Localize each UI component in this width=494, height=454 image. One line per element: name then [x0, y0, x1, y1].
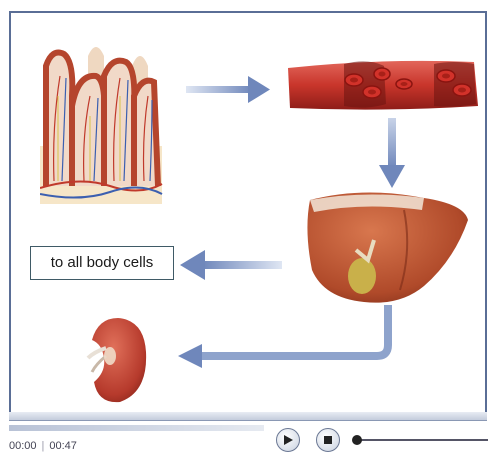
volume-slider-knob[interactable] [352, 435, 362, 445]
time-display: 00:00 | 00:47 [9, 440, 77, 452]
time-separator: | [42, 440, 45, 452]
arrow-vessel-to-liver [379, 118, 405, 188]
stop-button[interactable] [316, 428, 340, 452]
play-button[interactable] [276, 428, 300, 452]
liver-illustration [304, 190, 470, 308]
arrow-liver-to-cells [180, 250, 282, 280]
volume-slider-track[interactable] [360, 439, 488, 441]
play-icon [282, 434, 294, 446]
destination-label: to all body cells [30, 246, 174, 280]
current-time: 00:00 [9, 440, 37, 452]
arrow-villi-to-vessel [186, 76, 270, 103]
kidney-illustration [84, 312, 154, 408]
arrow-liver-to-kidney [178, 305, 388, 368]
total-time: 00:47 [49, 440, 77, 452]
stop-icon [323, 435, 333, 445]
intestinal-villi-illustration [40, 36, 170, 206]
blood-vessel-illustration [284, 54, 484, 116]
progress-bar[interactable] [9, 425, 264, 431]
